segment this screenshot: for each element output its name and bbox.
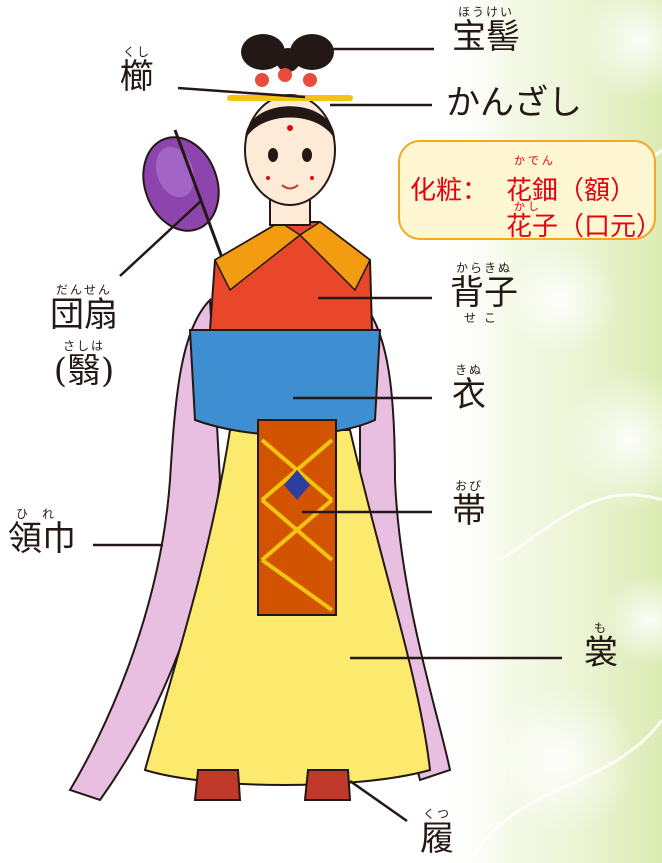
kaden-ruby: かでん [514,154,556,167]
label-dansen: だんせん 団扇 さしは (翳) [50,284,118,388]
label-kutsu: くつ 履 [420,808,454,856]
dansen-alt-ruby: さしは [62,339,105,353]
karaginu-ruby: からきぬ [455,261,512,275]
mo-ruby: も [593,621,608,635]
kutsu-illustration [193,769,352,801]
houkei-ruby: ほうけい [457,5,514,19]
label-hire: ひれ 領巾 [8,508,76,556]
hire-ruby: ひれ [15,507,68,521]
kanzashi-text: かんざし [446,83,582,123]
houkei-illustration [241,34,334,72]
label-kinu: きぬ 衣 [452,364,486,412]
kushi-text: 櫛 [120,57,154,97]
dansen-ruby: だんせん [55,283,112,297]
label-kanzashi: かんざし [446,86,582,120]
kushi-ruby: くし [122,45,151,59]
kashi-text: 花子 [506,212,559,242]
karaginu-text: 背子 [450,273,518,313]
kanzashi-illustration [227,68,353,101]
label-karaginu: からきぬ 背子 せこ [450,262,518,324]
makeup-heading: 化粧： [410,176,489,206]
label-houkei: ほうけい 宝髻 [452,6,520,54]
houkei-text: 宝髻 [452,17,520,57]
obi-illustration [257,419,337,616]
kaden-text: 花鈿 [506,176,559,206]
dansen-alt-text: (翳) [53,351,115,391]
obi-text: 帯 [452,491,486,531]
kashi-ruby: かし [514,200,542,213]
head-illustration [244,94,336,226]
kashi-place: （口元） [558,212,662,242]
label-mo: も 裳 [584,622,618,670]
kinu-text: 衣 [452,375,486,415]
makeup-box: 化粧： かでん 花鈿 （額） かし 花子 （口元） [398,140,662,242]
kutsu-ruby: くつ [422,807,451,821]
label-obi: おび 帯 [452,480,486,528]
dansen-text: 団扇 [50,295,118,335]
karaginu-ruby-below: せこ [463,311,504,325]
obi-ruby: おび [454,479,483,493]
mo-text: 裳 [584,633,618,673]
label-kushi: くし 櫛 [120,46,154,94]
kinu-ruby: きぬ [454,363,483,377]
kaden-place: （額） [558,176,637,206]
kutsu-text: 履 [420,819,454,859]
fan-illustration [142,129,247,321]
hire-text: 領巾 [8,519,76,559]
